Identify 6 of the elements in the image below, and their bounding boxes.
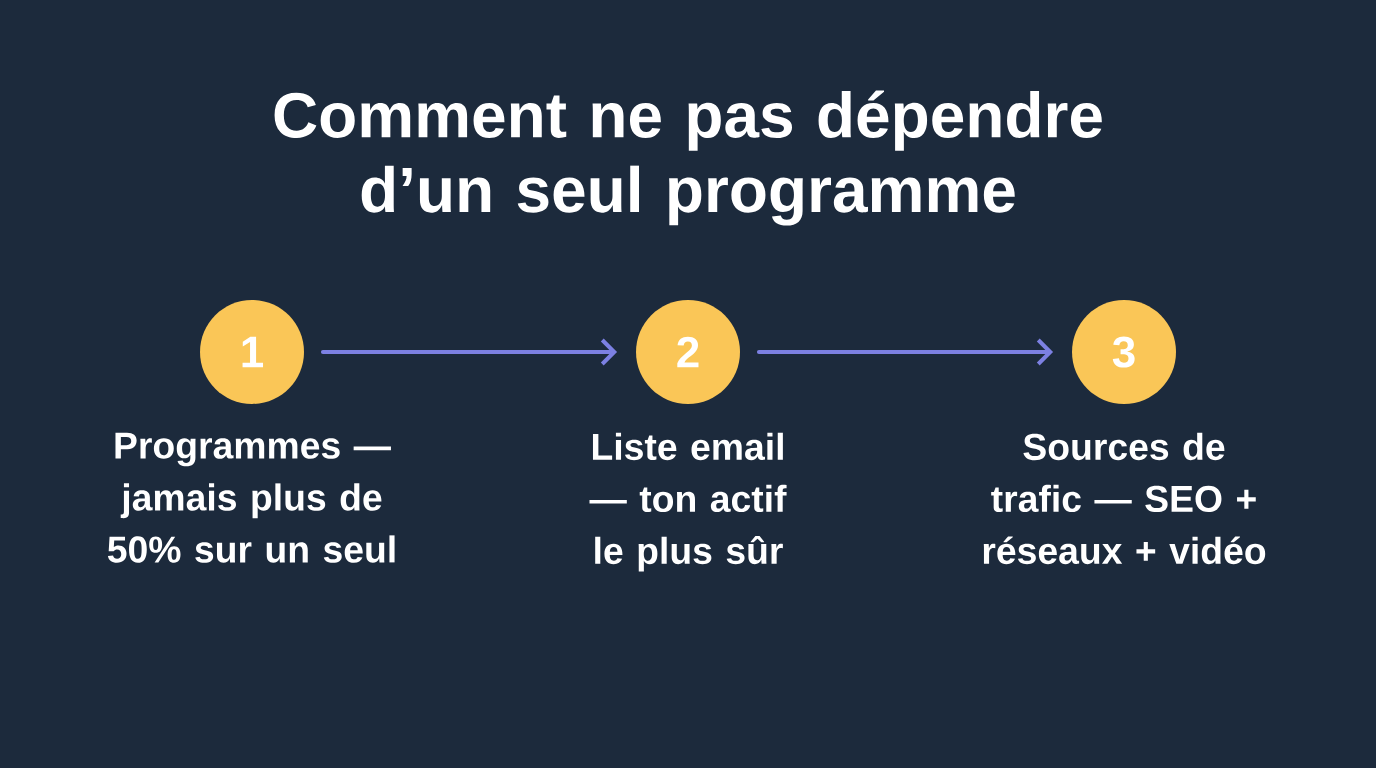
- step-description: Liste email — ton actif le plus sûr: [589, 432, 787, 572]
- step-description: Sources de trafic — SEO + réseaux + vidéo: [983, 432, 1266, 565]
- title: Comment ne pas dépendre d’un seul programme: [274, 90, 1102, 226]
- step-description: Programmes — jamais plus de 50% sur un seul: [107, 432, 395, 563]
- arrow: [320, 338, 618, 366]
- arrow: [756, 338, 1054, 366]
